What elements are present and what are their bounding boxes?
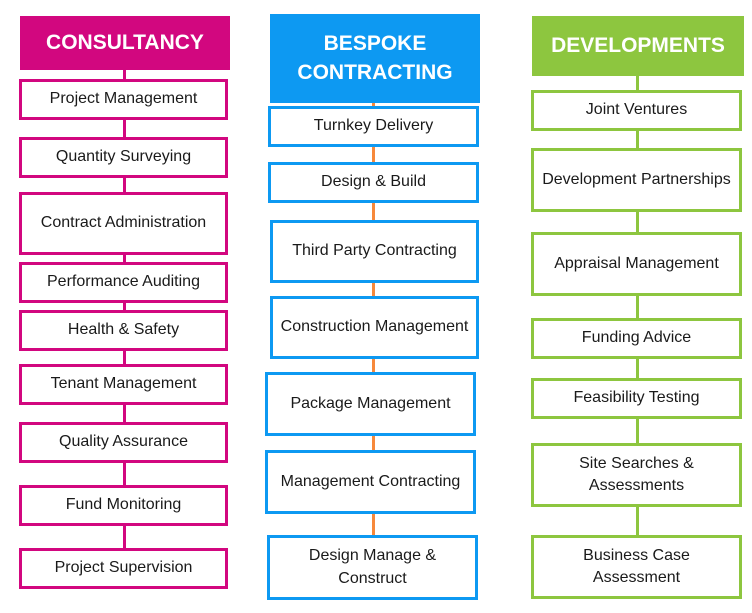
- developments-item: Site Searches & Assessments: [531, 443, 742, 507]
- bespoke-item: Construction Management: [270, 296, 479, 359]
- consultancy-header: CONSULTANCY: [20, 16, 230, 70]
- consultancy-item: Health & Safety: [19, 310, 228, 351]
- bespoke-item: Design Manage & Construct: [267, 535, 478, 600]
- developments-header: DEVELOPMENTS: [532, 16, 744, 76]
- bespoke-item: Design & Build: [268, 162, 479, 203]
- developments-item: Funding Advice: [531, 318, 742, 359]
- bespoke-item: Turnkey Delivery: [268, 106, 479, 147]
- developments-item: Development Partnerships: [531, 148, 742, 212]
- consultancy-item: Project Management: [19, 79, 228, 120]
- bespoke-item: Management Contracting: [265, 450, 476, 514]
- developments-item: Feasibility Testing: [531, 378, 742, 419]
- bespoke-title-line1: BESPOKE: [323, 32, 427, 56]
- bespoke-header: BESPOKE CONTRACTING: [270, 14, 480, 103]
- consultancy-item: Fund Monitoring: [19, 485, 228, 526]
- developments-item: Appraisal Management: [531, 232, 742, 296]
- bespoke-item: Package Management: [265, 372, 476, 436]
- developments-item: Joint Ventures: [531, 90, 742, 131]
- consultancy-item: Quantity Surveying: [19, 137, 228, 178]
- consultancy-item: Tenant Management: [19, 364, 228, 405]
- consultancy-item: Performance Auditing: [19, 262, 228, 303]
- bespoke-title-line2: CONTRACTING: [297, 60, 453, 84]
- developments-item: Business Case Assessment: [531, 535, 742, 599]
- consultancy-item: Contract Administration: [19, 192, 228, 255]
- developments-title: DEVELOPMENTS: [551, 33, 725, 57]
- consultancy-title: CONSULTANCY: [46, 30, 204, 54]
- consultancy-item: Project Supervision: [19, 548, 228, 589]
- consultancy-item: Quality Assurance: [19, 422, 228, 463]
- bespoke-item: Third Party Contracting: [270, 220, 479, 283]
